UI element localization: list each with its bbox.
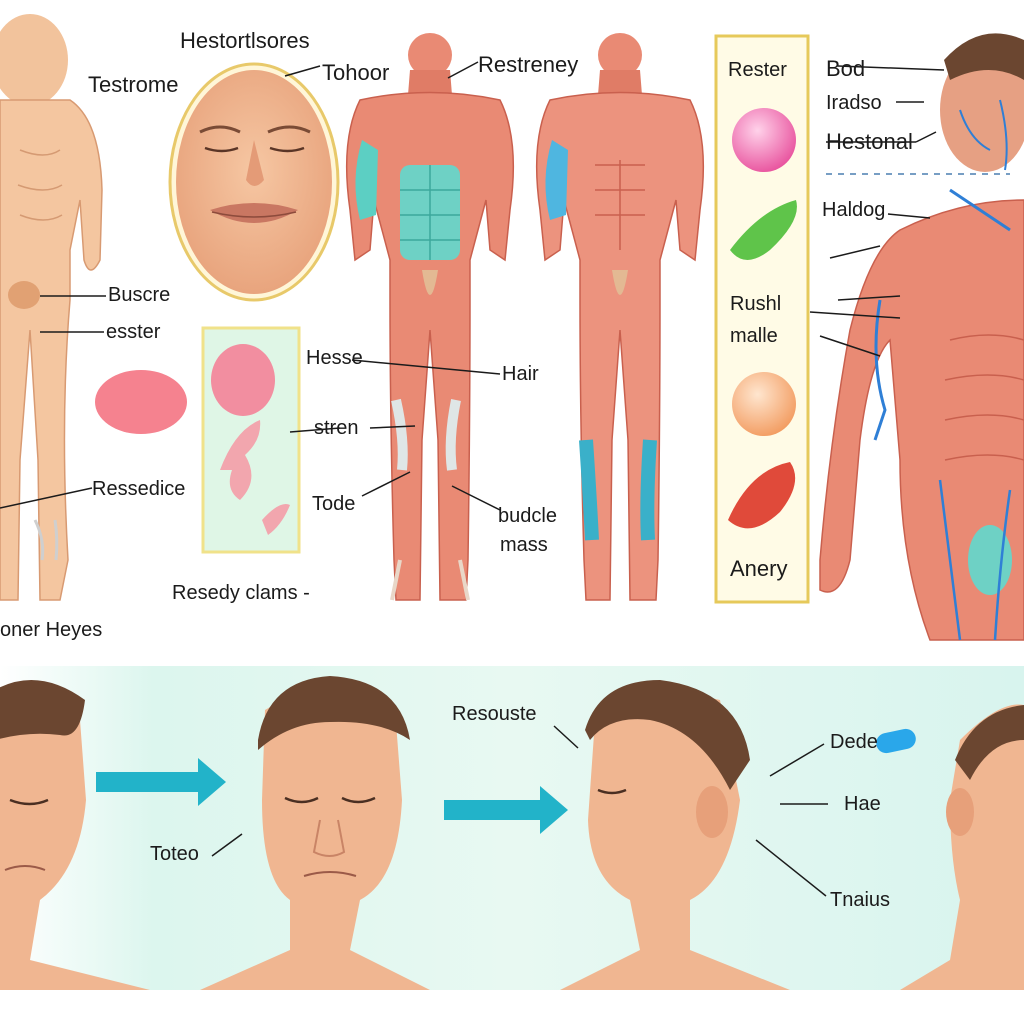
pink-disc-icon <box>95 370 187 434</box>
label-iradso: Iradso <box>826 92 882 114</box>
muscle-figure-front <box>345 33 515 601</box>
label-tode: Tode <box>312 493 356 515</box>
label-esster: esster <box>106 321 161 343</box>
label-resouste: Resouste <box>452 703 537 725</box>
muscle-figure-side <box>535 33 705 601</box>
capsule-icon <box>876 728 916 754</box>
arrow-right-icon <box>96 758 226 806</box>
red-pill-icon <box>728 462 796 529</box>
green-pill-icon <box>730 200 797 260</box>
peach-pill-icon <box>732 372 796 436</box>
label-toteo: Toteo <box>150 843 199 865</box>
label-hair: Hair <box>502 363 539 385</box>
head-2 <box>200 676 430 990</box>
label-resedy-clams: Resedy clams - <box>172 582 310 604</box>
pink-pill-icon <box>732 108 796 172</box>
leader-lines-bottom <box>211 725 828 897</box>
label-testrome: Testrome <box>88 72 179 97</box>
label-buscre: Buscre <box>108 284 171 306</box>
label-hestortlsores: Hestortlsores <box>180 28 310 53</box>
face-closeup <box>168 62 340 302</box>
bottom-band <box>0 666 1024 990</box>
label-tohoor: Tohoor <box>322 60 390 85</box>
label-anery: Anery <box>730 556 788 581</box>
head-1 <box>0 680 150 990</box>
label-mass: mass <box>500 534 548 556</box>
label-stren: stren <box>314 417 359 439</box>
leader-lines <box>0 61 1010 511</box>
label-ressedice: Ressedice <box>92 478 186 500</box>
label-budcle: budcle <box>498 505 557 527</box>
label-rester: Rester <box>728 59 787 81</box>
label-restreney: Restreney <box>478 52 579 77</box>
label-bod: Bod <box>826 56 866 81</box>
head-3 <box>560 680 790 990</box>
label-oner-heyes: oner Heyes <box>0 619 103 641</box>
head-4 <box>900 704 1024 990</box>
label-dede: Dede <box>830 731 878 753</box>
tissue-panel <box>201 326 301 554</box>
label-hae: Hae <box>844 793 881 815</box>
label-rushl: Rushl <box>730 293 782 315</box>
skin-body-figure <box>0 14 103 601</box>
label-tnaius: Tnaius <box>830 889 891 911</box>
label-malle: malle <box>730 325 778 347</box>
arrow-right-icon <box>444 786 568 834</box>
label-hesse: Hesse <box>306 347 363 369</box>
label-haldog: Haldog <box>822 199 886 221</box>
label-hestonal: Hestonal <box>826 129 913 154</box>
supplement-panel <box>714 34 810 604</box>
muscle-figure-veins <box>819 33 1024 641</box>
